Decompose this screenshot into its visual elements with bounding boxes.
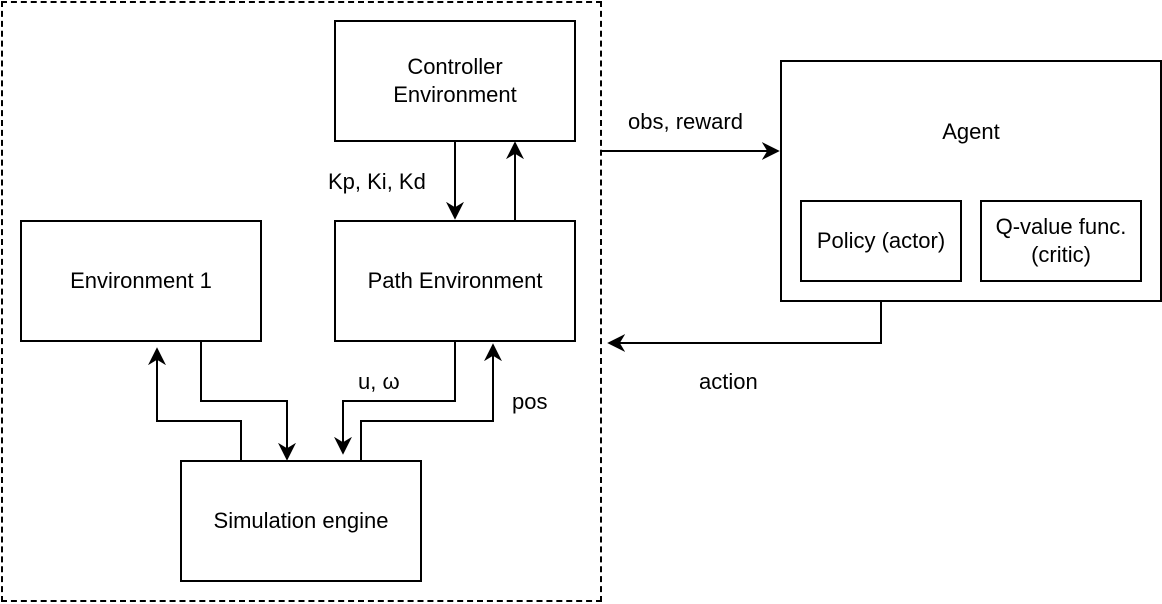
q-value-critic-box: Q-value func. (critic) [980, 200, 1142, 282]
policy-actor-label: Policy (actor) [816, 228, 946, 253]
controller-environment-label: Controller Environment [393, 54, 517, 107]
edge-label-pos: pos [512, 389, 548, 414]
arrow-sim-to-path [360, 343, 502, 461]
edge-label-obs-reward: obs, reward [628, 109, 743, 134]
simulation-engine-label: Simulation engine [213, 508, 389, 533]
agent-label: Agent [942, 119, 1000, 144]
edge-label-gains: Kp, Ki, Kd [328, 169, 426, 194]
environment-1-box: Environment 1 [20, 220, 262, 342]
path-environment-label: Path Environment [367, 268, 543, 293]
environment-1-label: Environment 1 [70, 268, 212, 293]
policy-actor-box: Policy (actor) [800, 200, 962, 282]
path-environment-box: Path Environment [334, 220, 576, 342]
arrow-path-to-sim [334, 341, 456, 455]
simulation-engine-box: Simulation engine [180, 460, 422, 582]
controller-environment-box: Controller Environment [334, 20, 576, 142]
environment-boundary [1, 1, 602, 602]
edge-label-action: action [699, 369, 758, 394]
q-value-critic-label: Q-value func. (critic) [995, 214, 1127, 267]
edge-label-control: u, ω [358, 369, 400, 394]
arrow-env1-to-sim [200, 341, 296, 461]
arrow-sim-to-env1 [148, 347, 242, 461]
